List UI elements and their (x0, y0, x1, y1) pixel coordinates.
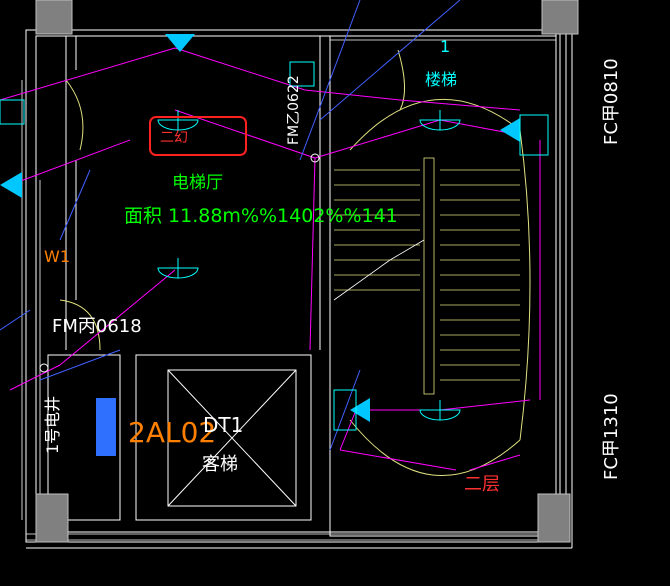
ceiling-light (419, 400, 461, 421)
emergency-light-icon (0, 34, 520, 422)
floor-label: 二层 (464, 474, 500, 495)
ceiling-light (419, 110, 461, 131)
elevator-hall-label: 电梯厅 (172, 173, 223, 193)
doors (59, 49, 405, 351)
elec-shaft-label: 1号电井 (43, 396, 62, 454)
fc-door-bottom-label: FC甲1310 (601, 393, 622, 480)
wall-hatch (21, 39, 556, 541)
fm-door-left-label: FM丙0618 (52, 316, 142, 337)
w1-label: W1 (44, 247, 70, 266)
wiring (0, 47, 541, 471)
stairs (333, 157, 520, 395)
dt-label: DT1 (203, 413, 243, 437)
ceiling-light (157, 258, 199, 279)
ceiling-light (157, 110, 199, 131)
stair-label: 楼梯 (425, 70, 457, 89)
panel-label: 2AL02 (128, 416, 216, 449)
exit-sign-icon (0, 61, 549, 431)
stair-number: 1 (440, 37, 450, 56)
fc-door-top-label: FC甲0810 (601, 58, 622, 145)
feed-lines (0, 0, 461, 451)
walls (25, 29, 573, 549)
electric-panel (96, 398, 116, 456)
smoke-detector-box (149, 116, 247, 156)
fm-door-top-label: FM乙0622 (286, 75, 302, 145)
smoke-detector-label: 二幻 (160, 130, 188, 146)
columns (35, 0, 579, 543)
area-label: 面积 11.88m%%1402%%141 (124, 205, 398, 227)
junction-dots (39, 153, 320, 373)
passenger-lift-label: 客梯 (202, 454, 238, 475)
landing-curves (349, 99, 531, 476)
